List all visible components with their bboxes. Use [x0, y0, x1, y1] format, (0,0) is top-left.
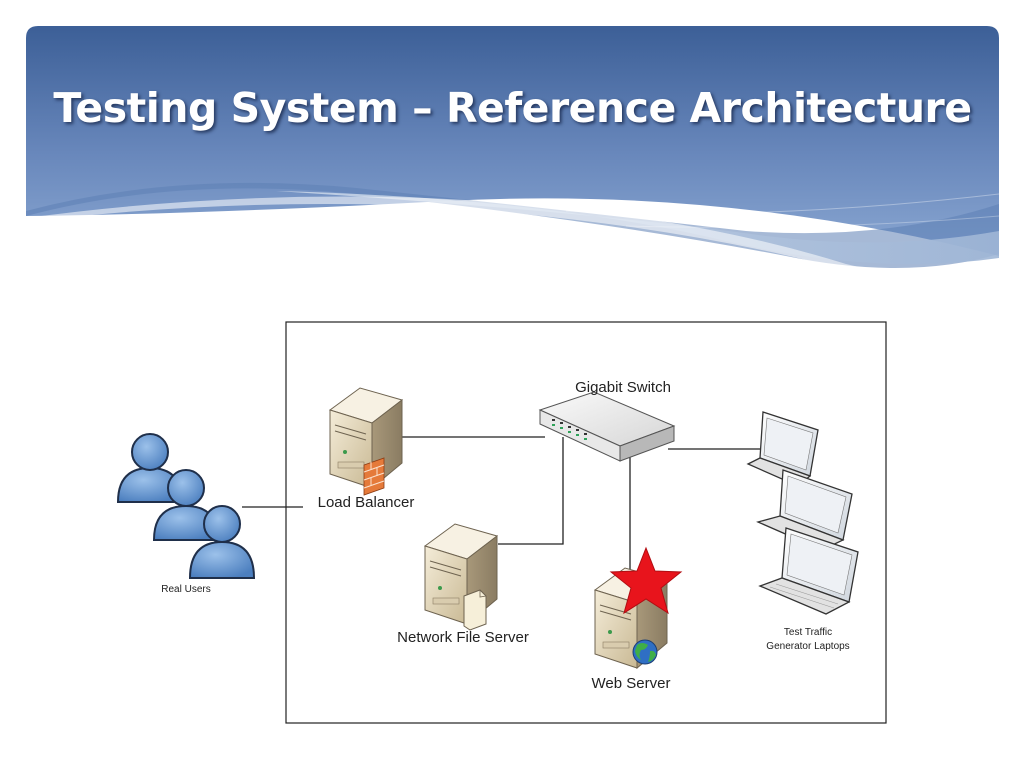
connection-lines — [242, 436, 768, 578]
title-banner — [26, 26, 999, 286]
laptop-icon — [758, 527, 859, 615]
web-server-label: Web Server — [592, 675, 671, 692]
file-server-label: Network File Server — [397, 629, 529, 646]
load-balancer-label: Load Balancer — [318, 494, 415, 511]
users-group-icon — [116, 433, 256, 579]
firewall-icon — [363, 457, 385, 496]
document-icon — [463, 589, 487, 631]
network-switch-icon — [538, 391, 676, 462]
real-users-label: Real Users — [161, 584, 210, 595]
user-icon — [188, 505, 256, 579]
laptops-label-line2: Generator Laptops — [766, 641, 849, 652]
laptops-label-line1: Test Traffic — [784, 627, 832, 638]
user-icon — [152, 469, 220, 541]
switch-label: Gigabit Switch — [575, 379, 671, 396]
laptop-stack-icon — [746, 411, 859, 615]
user-icon — [116, 433, 184, 503]
red-star-icon — [609, 546, 683, 615]
globe-icon — [632, 639, 658, 665]
slide-title: Testing System – Reference Architecture — [53, 84, 972, 132]
